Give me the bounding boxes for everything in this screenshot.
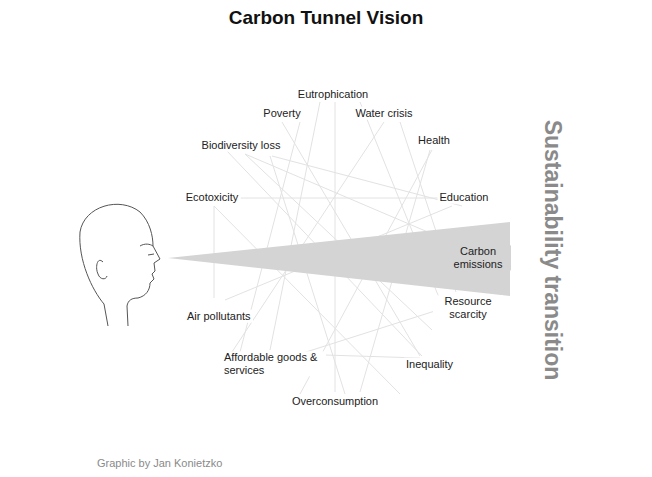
issue-label: Inequality [404, 358, 455, 371]
caption: Graphic by Jan Konietzko [95, 457, 224, 470]
web-line [214, 206, 215, 298]
vertical-heading: Sustainability transition [540, 118, 566, 383]
issue-label: Biodiversity loss [200, 139, 283, 152]
issue-label: Health [416, 134, 452, 147]
issue-label: Overconsumption [290, 395, 380, 408]
issue-label: Resource scarcity [433, 295, 503, 320]
web-line [214, 206, 400, 394]
issue-label: Water crisis [353, 107, 414, 120]
issue-label: Poverty [261, 107, 302, 120]
web-line [218, 198, 456, 199]
issue-label: Education [438, 191, 491, 204]
issue-label: Air pollutants [185, 310, 253, 323]
tunnel-cone [168, 222, 510, 296]
issue-label: Carbon emissions [445, 245, 511, 270]
head-figure [80, 204, 160, 326]
web-line [232, 122, 384, 352]
issue-label: Affordable goods & services [222, 351, 326, 376]
title: Carbon Tunnel Vision [227, 7, 426, 29]
issue-label: Eutrophication [296, 88, 370, 101]
issue-label: Ecotoxicity [184, 191, 241, 204]
